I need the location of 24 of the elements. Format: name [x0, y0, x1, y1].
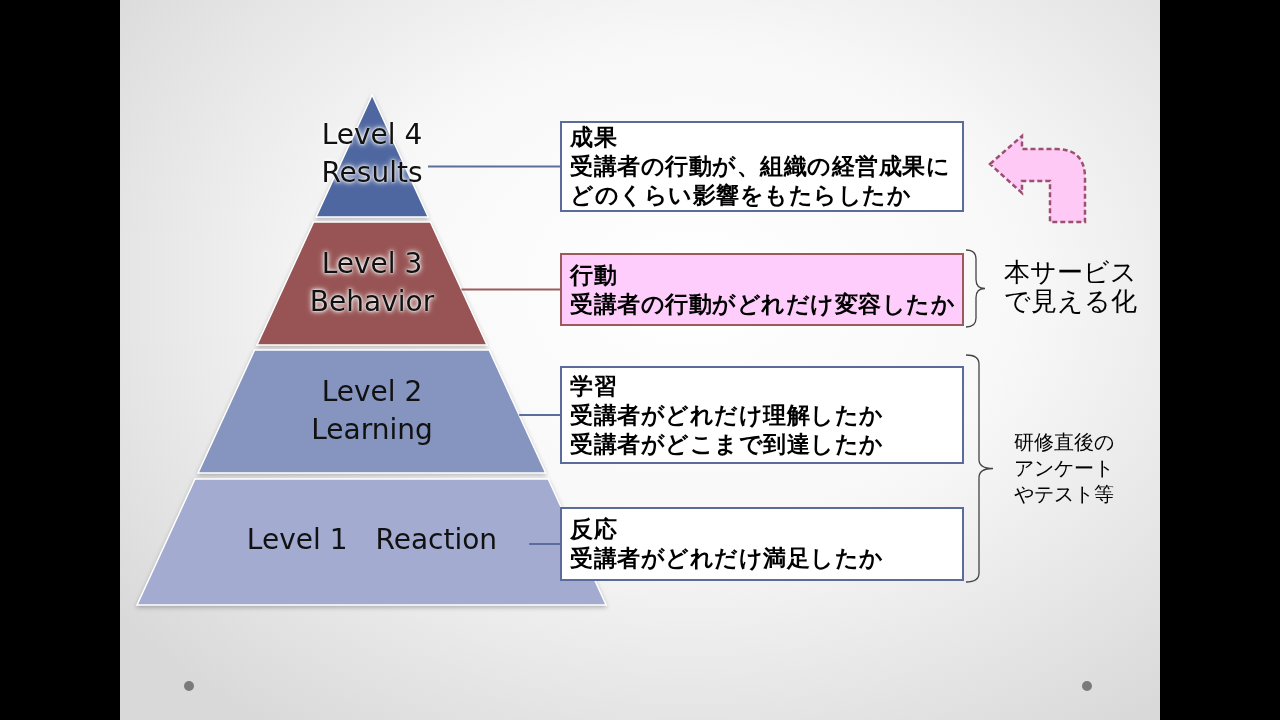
note-text: 研修直後のアンケートやテスト等: [1014, 430, 1115, 507]
card-text: 受講者がどれだけ理解したか: [570, 400, 884, 430]
card-text: 受講者の行動がどれだけ変容したか: [570, 289, 955, 319]
connector-line: [528, 543, 561, 545]
connector-line: [427, 165, 561, 168]
pyramid-tier: [257, 222, 487, 345]
card-heading: 行動: [570, 260, 617, 290]
tier-label: Level 2 Learning: [310, 374, 434, 448]
text-card: [560, 366, 964, 464]
connector-line: [518, 414, 561, 416]
note-text: 本サービスで見える化: [1004, 258, 1138, 316]
card-text: 受講者がどこまで到達したか: [570, 429, 884, 459]
card-text: 受講者の行動が、組織の経営成果にどのくらい影響をもたらしたか: [570, 152, 951, 210]
card-heading: 反応: [570, 515, 617, 544]
text-card: [560, 507, 964, 581]
text-card: [560, 121, 964, 212]
card-heading: 成果: [570, 123, 617, 152]
card-heading: 学習: [570, 371, 617, 401]
text-card: [560, 253, 964, 326]
tier-label: Level 3 Behavior: [308, 246, 436, 320]
pyramid-tier: [198, 350, 546, 473]
tier-label: Level 1 Reaction: [246, 522, 498, 558]
card-text: 受講者がどれだけ満足したか: [570, 544, 884, 573]
connector-line: [460, 288, 561, 291]
